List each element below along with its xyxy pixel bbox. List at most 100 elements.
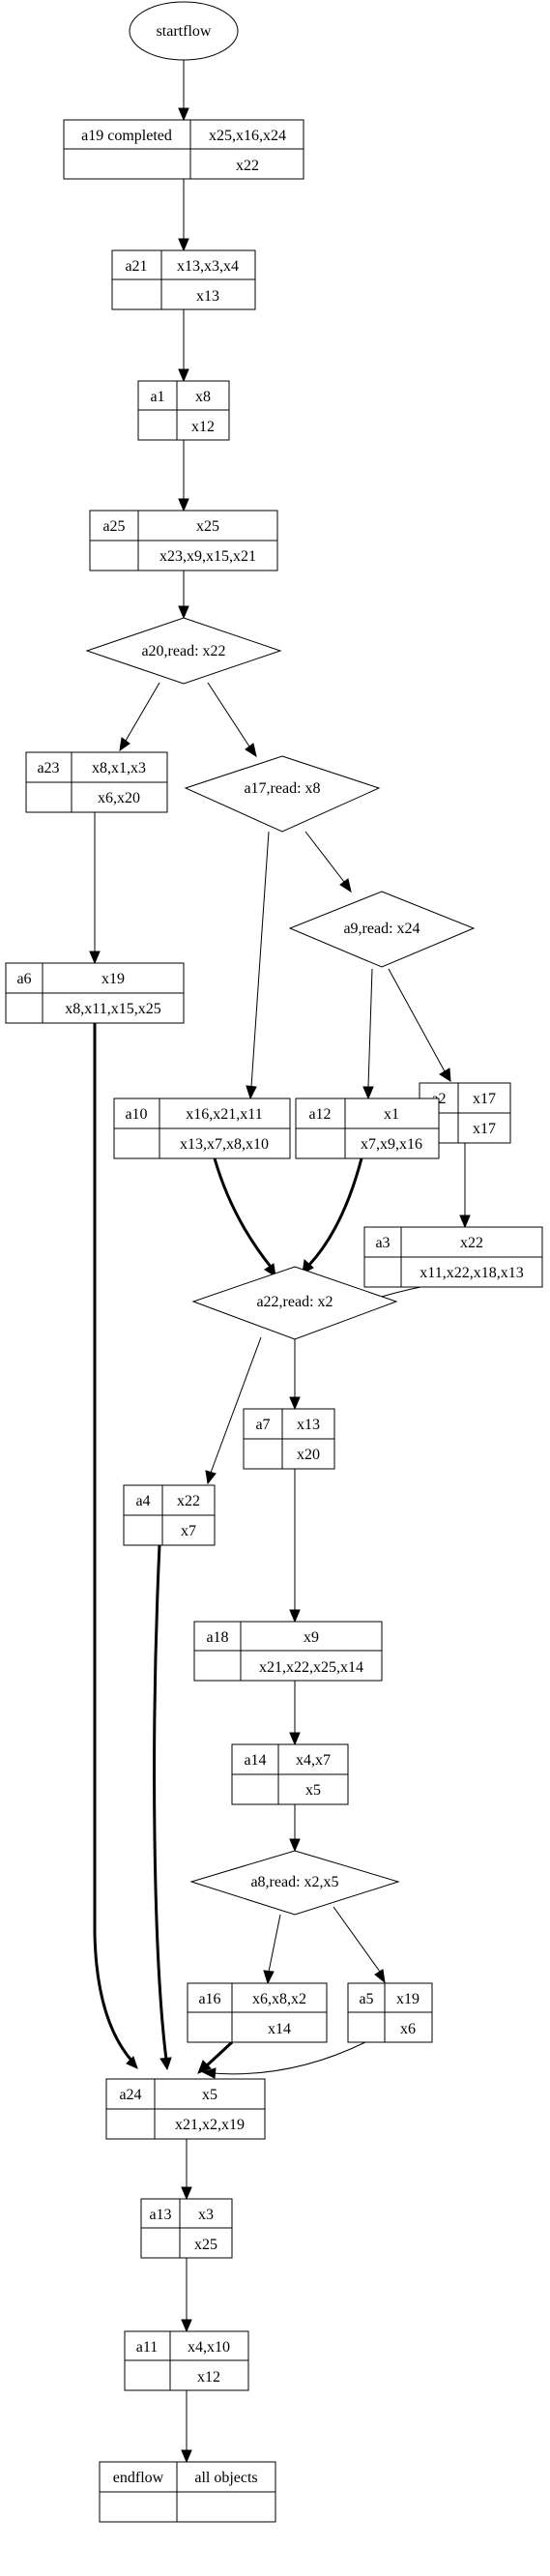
edge-a17-a10 [250, 831, 270, 1088]
node-a13: a13 x3 x25 [140, 2198, 233, 2259]
node-a1-name: a1 [150, 389, 164, 405]
arrowhead-a23 [119, 737, 130, 752]
decision-a17: a17,read: x8 [184, 755, 381, 833]
arrowhead-a24-from-a6 [126, 2056, 138, 2069]
node-a5-bottom: x6 [400, 2021, 416, 2037]
node-a18-bottom: x21,x22,x25,x14 [259, 1659, 363, 1676]
edges [93, 60, 466, 2450]
node-a4-bottom: x7 [181, 1523, 196, 1539]
edge-a5-a24 [212, 2041, 366, 2075]
arrowhead-a18 [289, 1609, 301, 1624]
node-a19-bottom: x22 [236, 158, 259, 174]
arrowhead-a11 [181, 2319, 192, 2333]
edge-a10-a22 [213, 1157, 273, 1268]
decision-a20: a20,read: x22 [85, 617, 282, 685]
node-a1-bottom: x12 [191, 419, 215, 435]
node-a13-top: x3 [198, 2207, 214, 2223]
decision-a17-label: a17,read: x8 [244, 780, 320, 797]
start-node: startflow [129, 1, 239, 61]
node-a4-name: a4 [135, 1493, 150, 1509]
node-a18-top: x9 [304, 1629, 319, 1646]
arrowhead-a8 [289, 1838, 301, 1853]
edge-a8-a16 [268, 1914, 281, 1973]
arrowhead-end [181, 2449, 192, 2464]
node-a1: a1 x8 x12 [137, 380, 230, 441]
arrowhead-a5 [374, 1969, 386, 1984]
node-end-name: endflow [113, 2470, 164, 2486]
arrowhead-a6 [89, 951, 101, 965]
edge-a20-a17 [207, 682, 250, 747]
node-a10: a10 x16,x21,x11 x13,x7,x8,x10 [113, 1098, 291, 1159]
arrowhead-a21 [178, 238, 189, 252]
node-end-top: all objects [194, 2470, 257, 2486]
node-a7-top: x13 [297, 1417, 320, 1433]
arrowhead-a22-from-a10 [264, 1263, 276, 1278]
edge-a16-a24 [205, 2040, 234, 2067]
arrowhead-a9 [339, 878, 352, 893]
node-a23-top: x8,x1,x3 [92, 760, 146, 776]
node-a19-name: a19 completed [81, 128, 172, 144]
edge-a17-a9 [304, 831, 345, 883]
node-a14-top: x4,x7 [296, 1752, 331, 1769]
arrowhead-a16 [263, 1970, 275, 1985]
node-a3: a3 x22 x11,x22,x18,x13 [363, 1226, 543, 1288]
edge-a4-a24 [153, 1544, 168, 2061]
node-a2-top: x17 [473, 1091, 496, 1107]
node-a13-bottom: x25 [194, 2237, 217, 2253]
edge-a22-a4 [210, 1336, 262, 1474]
arrowhead-a17 [245, 743, 257, 758]
arrowhead-a20 [178, 605, 189, 620]
arrowhead-a24-from-a5 [201, 2067, 217, 2079]
node-a4-top: x22 [177, 1493, 200, 1509]
node-a5-top: x19 [396, 1991, 420, 2007]
node-a19-top: x25,x16,x24 [209, 128, 286, 144]
decision-a22-label: a22,read: x2 [256, 1294, 333, 1310]
edge-a8-a5 [333, 1906, 381, 1973]
decision-a9-label: a9,read: x24 [343, 921, 420, 937]
node-a11-top: x4,x10 [188, 2339, 230, 2356]
node-a16-top: x6,x8,x2 [252, 1991, 306, 2007]
edge-a9-a2 [388, 968, 446, 1072]
node-a12-bottom: x7,x9,x16 [361, 1136, 422, 1153]
arrowhead-a10 [246, 1085, 257, 1100]
node-a13-name: a13 [149, 2207, 171, 2223]
node-a2-bottom: x17 [473, 1121, 496, 1137]
arrowhead-a25 [178, 498, 189, 512]
decision-a8-diamond [189, 1850, 400, 1916]
node-a16-bottom: x14 [268, 2021, 291, 2037]
node-a25-top: x25 [196, 518, 219, 535]
start-ellipse [129, 1, 239, 61]
decision-a9-diamond [288, 891, 476, 968]
node-a12-top: x1 [384, 1106, 399, 1123]
decision-a20-diamond [85, 617, 282, 685]
decision-a22-diamond [191, 1266, 398, 1340]
node-a12-name: a12 [308, 1106, 331, 1123]
node-a16: a16 x6,x8,x2 x14 [187, 1982, 328, 2043]
node-a3-name: a3 [375, 1235, 390, 1251]
edge-a12-a22 [307, 1157, 363, 1267]
node-a7-bottom: x20 [297, 1447, 320, 1463]
arrowhead-a24-from-a4 [159, 2057, 172, 2071]
arrowhead-a13 [181, 2186, 192, 2201]
node-a11-name: a11 [136, 2339, 159, 2356]
node-a10-name: a10 [125, 1106, 147, 1123]
node-a6: a6 x19 x8,x11,x15,x25 [5, 962, 185, 1024]
node-a1-top: x8 [195, 389, 211, 405]
node-a24-top: x5 [202, 2087, 217, 2103]
node-a7: a7 x13 x20 [243, 1408, 335, 1470]
node-a23: a23 x8,x1,x3 x6,x20 [25, 751, 168, 813]
decision-a22: a22,read: x2 [191, 1266, 398, 1340]
node-a21: a21 x13,x3,x4 x13 [111, 249, 256, 310]
node-a12: a12 x1 x7,x9,x16 [295, 1098, 440, 1159]
edge-a9-a12 [367, 968, 373, 1088]
node-a24: a24 x5 x21,x2,x19 [105, 2078, 266, 2140]
arrowhead-a19 [178, 107, 189, 122]
arrowhead-a12 [362, 1086, 374, 1100]
node-a21-bottom: x13 [196, 288, 219, 305]
node-a5-name: a5 [359, 1991, 373, 2007]
node-a3-bottom: x11,x22,x18,x13 [420, 1265, 523, 1281]
node-a21-name: a21 [125, 258, 147, 275]
node-a23-bottom: x6,x20 [98, 790, 140, 806]
node-a14-bottom: x5 [305, 1782, 321, 1799]
node-a6-name: a6 [16, 971, 31, 987]
